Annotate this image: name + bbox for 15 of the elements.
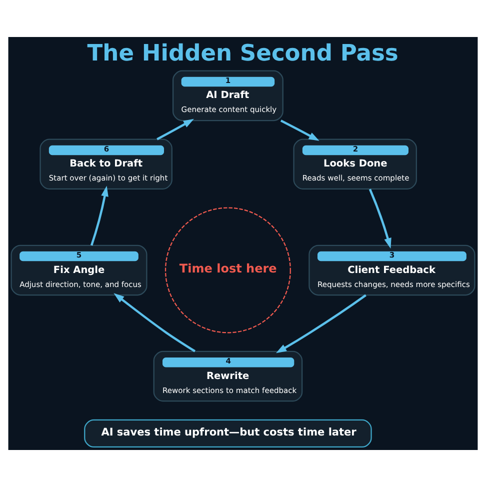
node-box: 3 Client Feedback Requests changes, needs more specifics <box>308 244 476 296</box>
arrow <box>156 118 194 140</box>
arrow <box>280 119 320 140</box>
diagram-title: The Hidden Second Pass <box>87 40 398 66</box>
arrow <box>276 294 366 353</box>
arrow <box>368 188 392 248</box>
node-circle: Time lost here <box>164 206 291 333</box>
node-box: 1 AI Draft Generate content quickly <box>172 70 284 121</box>
node-box: AI saves time upfront—but costs time later <box>84 418 372 448</box>
arrow <box>114 292 196 352</box>
node-box: 6 Back to Draft Start over (again) to get it right <box>40 138 172 190</box>
node-box: 2 Looks Done Reads well, seems complete <box>293 138 417 190</box>
node-box: 4 Rewrite Rework sections to match feedback <box>153 350 303 402</box>
arrow <box>90 185 108 246</box>
node-box: 5 Fix Angle Adjust direction, tone, and focus <box>10 244 148 296</box>
